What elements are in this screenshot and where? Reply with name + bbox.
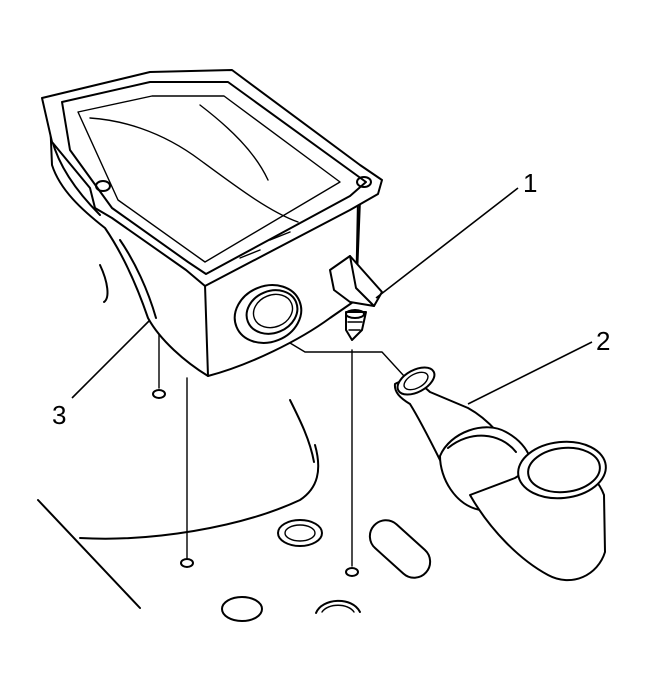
engine-port-lower [221, 596, 263, 622]
leader-lines [71, 187, 593, 405]
callout-2: 2 [596, 326, 610, 356]
engine-port-round [277, 519, 323, 547]
engine-port-clip [315, 599, 361, 614]
housing-bolt-hole-left [95, 180, 111, 192]
callout-1: 1 [523, 168, 537, 198]
housing-outlet-port [233, 284, 303, 344]
housing-bolt-hole-right [356, 176, 372, 188]
alignment-lines [158, 334, 405, 567]
air-cleaner-housing [41, 69, 383, 377]
callout-3: 3 [52, 400, 66, 430]
outlet-duct [393, 366, 607, 581]
mount-hole-center [180, 558, 194, 568]
mount-hole-right [345, 567, 359, 577]
leader-line-3 [71, 319, 151, 399]
leader-line-1 [375, 187, 519, 299]
mount-hole-left [152, 389, 166, 399]
engine-port-oval [368, 519, 432, 579]
drain-valve-bracket [329, 255, 383, 341]
callouts: 1 2 3 [52, 168, 610, 430]
engine-surface [37, 264, 432, 622]
leader-line-2 [467, 341, 593, 405]
duct-inlet-ring [396, 366, 436, 396]
